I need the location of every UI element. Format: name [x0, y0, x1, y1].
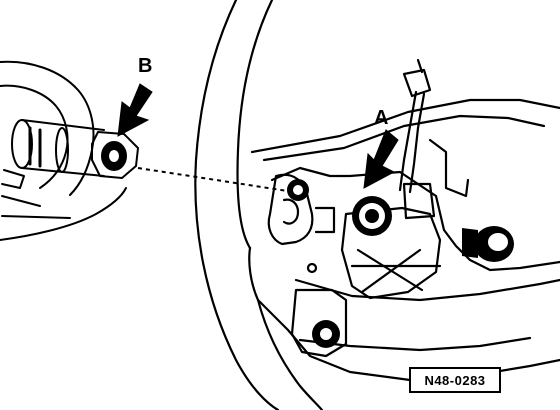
left-bracket [267, 173, 314, 246]
central-screw-a [352, 196, 392, 236]
hub-housing [270, 166, 560, 272]
upper-screw-inner [293, 185, 303, 195]
lower-bracket-hole [306, 262, 318, 274]
figure-code-frame [409, 367, 501, 393]
wheel-rim-inner-lower [256, 298, 324, 410]
figure-code-text: N48-0283 [424, 373, 485, 388]
hub-mid-panel [294, 278, 560, 302]
lower-screw-inner [320, 328, 332, 340]
arrow-a-shape [363, 129, 399, 189]
lower-bracket [290, 288, 348, 358]
wire-to-plug-2 [408, 92, 426, 194]
lower-screw [312, 320, 340, 348]
wheel-rim-outer [194, 0, 280, 410]
wire-to-plug [398, 90, 418, 192]
right-screw-inner [488, 233, 508, 251]
shroud-rib-2 [1, 195, 41, 207]
horn-plate-cross-2 [360, 248, 422, 294]
left-bracket-tab [314, 206, 336, 234]
column-shaft-top [21, 119, 105, 131]
label-a: A [374, 107, 388, 129]
spoke-notch [428, 138, 470, 198]
plate-connector [402, 182, 436, 220]
shaft-shadow [28, 126, 42, 168]
column-shroud-inner [0, 84, 69, 189]
contact-hex-hole [109, 150, 119, 162]
spoke-upper-edge-2 [262, 114, 546, 162]
plug-pin [416, 58, 424, 74]
upper-screw [287, 179, 309, 201]
spoke-upper-edge [250, 98, 560, 154]
shroud-rib [1, 169, 25, 189]
horn-plate-cross-1 [356, 248, 424, 292]
steering-wheel [194, 0, 560, 410]
shroud-rib-3 [1, 215, 71, 219]
horn-contact-plate [340, 206, 442, 300]
arrow-a [363, 129, 399, 189]
screw-a-core [365, 209, 379, 223]
label-b: B [138, 55, 152, 77]
right-screw-thread [462, 228, 478, 258]
wheel-rim-inner [236, 0, 274, 250]
figure-code-box: N48-0283 [409, 367, 501, 393]
arrow-b-shape [117, 83, 153, 137]
arrow-b [117, 83, 153, 137]
left-bracket-detail [282, 198, 300, 225]
steering-column-assembly [0, 60, 139, 241]
alignment-dotted-line [137, 167, 295, 193]
column-shaft-ring [55, 127, 69, 173]
plug-connector [402, 68, 432, 98]
contact-hex [91, 131, 139, 179]
right-screw [462, 226, 514, 262]
column-shaft-end [11, 119, 33, 169]
column-shroud-lower [0, 187, 127, 241]
